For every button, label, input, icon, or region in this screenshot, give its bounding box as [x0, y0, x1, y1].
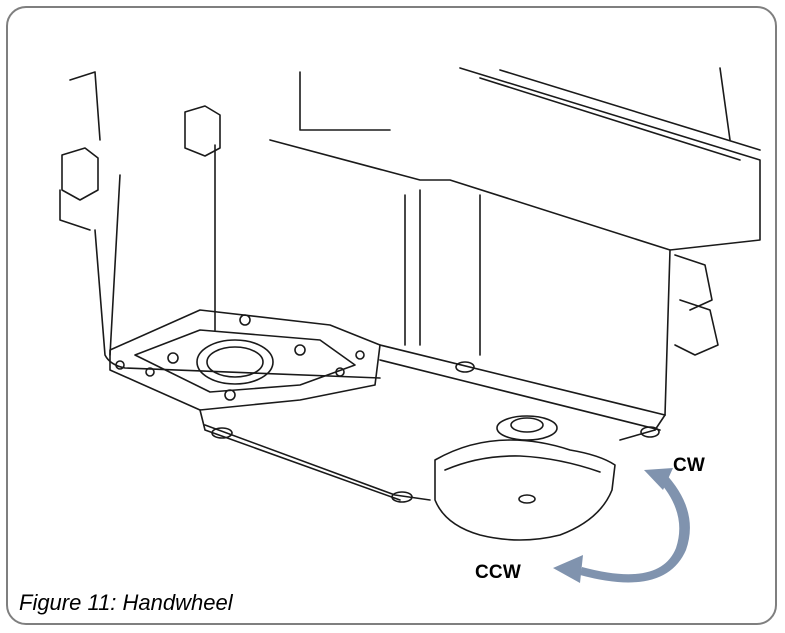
- figure-caption: Figure 11: Handwheel: [19, 590, 233, 615]
- rotation-arrow-icon: [553, 468, 690, 583]
- figure-frame: [6, 6, 777, 625]
- cw-label: CW: [673, 455, 706, 476]
- ccw-label: CCW: [475, 562, 521, 583]
